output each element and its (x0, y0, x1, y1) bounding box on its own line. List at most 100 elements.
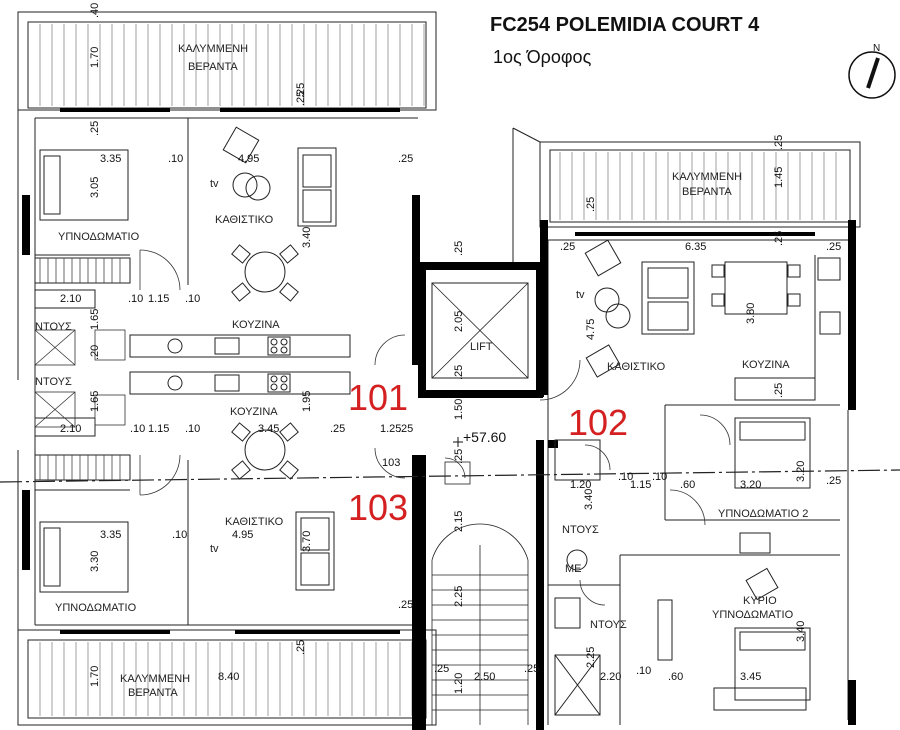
dimension-label: .25 (826, 241, 841, 253)
veranda-label: ΒΕΡΑΝΤΑ (682, 186, 732, 198)
dimension-label: 3.30 (89, 551, 101, 572)
dimension-label: 4.95 (238, 153, 259, 165)
dimension-label: .25 (585, 197, 597, 212)
north-compass-icon: N (848, 43, 896, 99)
dimension-label: .25 (295, 91, 307, 106)
tv-label: tv (210, 543, 219, 555)
dimension-label: 2.15 (453, 511, 465, 532)
shower-label: ΝΤΟΥΣ (35, 376, 72, 388)
dimension-label: 1.20 (570, 479, 591, 491)
dimension-label: .40 (89, 3, 101, 18)
dimension-label: .25 (453, 241, 465, 256)
dimension-label: 3.45 (740, 671, 761, 683)
dimension-label: .10 (128, 293, 143, 305)
dimension-label: .25 (398, 423, 413, 435)
dimension-label: 1.65 (89, 391, 101, 412)
dimension-label: 3.40 (583, 489, 595, 510)
dimension-label: 3.35 (100, 153, 121, 165)
sofa-icon (295, 147, 337, 591)
dimension-label: 3.40 (301, 227, 313, 248)
dimension-label: 3.80 (745, 303, 757, 324)
shower-label: ΝΤΟΥΣ (590, 619, 627, 631)
dimension-label: 103 (382, 457, 400, 469)
dimension-label: .10 (185, 293, 200, 305)
dimension-label: .10 (185, 423, 200, 435)
dimension-label: 1.50 (453, 399, 465, 420)
dimension-label: 4.75 (585, 319, 597, 340)
dimension-label: .25 (89, 121, 101, 136)
stove-icon (167, 336, 291, 393)
dimension-label: 3.45 (258, 423, 279, 435)
veranda-label: ΚΑΛΥΜΜΕΝΗ (120, 673, 190, 685)
dimension-label: 1.20 (453, 673, 465, 694)
dimension-label: .25 (295, 83, 307, 98)
veranda-label: ΚΑΛΥΜΜΕΝΗ (672, 171, 742, 183)
dimension-label: 1.95 (301, 391, 313, 412)
dimension-label: .10 (130, 423, 145, 435)
unit-103-label: 103 (348, 487, 408, 528)
bed-icon (39, 149, 129, 593)
dimension-label: 2.20 (600, 671, 621, 683)
dimension-label: 6.35 (685, 241, 706, 253)
bedroom-label: ΚΥΡΙΟ (743, 595, 777, 607)
veranda-label: ΒΕΡΑΝΤΑ (128, 687, 178, 699)
veranda-hatch-top (39, 24, 425, 106)
left-block-walls (17, 11, 437, 726)
dimension-label: .10 (168, 153, 183, 165)
dimension-label: .25 (524, 663, 539, 675)
unit-numbers: 101 102 103 (348, 377, 628, 528)
dimension-label: .20 (89, 345, 101, 360)
dimension-label: 2.10 (60, 423, 81, 435)
veranda-label: ΚΑΛΥΜΜΕΝΗ (178, 43, 248, 55)
kitchen-label: ΚΟΥΖΙΝΑ (232, 319, 280, 331)
plan-title: FC254 POLEMIDIA COURT 4 (490, 14, 760, 36)
dimension-label: 1.65 (89, 309, 101, 330)
dimension-label: .10 (636, 665, 651, 677)
left-thick-walls (22, 108, 420, 730)
veranda-hatch-right (559, 152, 837, 220)
dimension-label: 3.05 (89, 177, 101, 198)
tv-label: tv (576, 289, 585, 301)
dimension-label: .10 (172, 529, 187, 541)
level-mark: +57.60 (453, 429, 506, 447)
dimension-label: .25 (773, 383, 785, 398)
dimension-label: .10 (652, 471, 667, 483)
dimension-label: 3.20 (795, 461, 807, 482)
dimension-label: .25 (453, 449, 465, 464)
dimension-label: 2.10 (60, 293, 81, 305)
level-label: +57.60 (463, 429, 506, 445)
dimension-label: 1.70 (89, 666, 101, 687)
dimension-label: .25 (560, 241, 575, 253)
dimension-label: 8.40 (218, 671, 239, 683)
dimension-label: 3.70 (301, 531, 313, 552)
right-furniture (554, 239, 841, 716)
dimension-label: 1.45 (773, 167, 785, 188)
tv-label: tv (210, 178, 219, 190)
dimension-label: .25 (826, 475, 841, 487)
dimension-label: .25 (398, 599, 413, 611)
dimension-label: 3.20 (740, 479, 761, 491)
door-swing-icon (139, 249, 466, 496)
lift-label: LIFT (470, 341, 493, 353)
unit-102-label: 102 (568, 402, 628, 443)
dimension-label: .25 (773, 135, 785, 150)
dimension-label: .25 (295, 640, 307, 655)
living-room-label: ΚΑΘΙΣΤΙΚΟ (607, 361, 666, 373)
shower-label: ΝΤΟΥΣ (35, 321, 72, 333)
dimension-label: 2.05 (453, 311, 465, 332)
dimension-label: 3.35 (100, 529, 121, 541)
coffee-table-icon (222, 126, 271, 201)
dimension-label: .25 (773, 231, 785, 246)
left-counters (34, 257, 351, 481)
dimension-label: 3.40 (795, 621, 807, 642)
dimension-label: 1.15 (148, 423, 169, 435)
room-labels: ΚΑΛΥΜΜΕΝΗ ΒΕΡΑΝΤΑ ΚΑΛΥΜΜΕΝΗ ΒΕΡΑΝΤΑ ΚΑΛΥ… (35, 43, 808, 699)
shower-tray-icon (34, 329, 126, 428)
dimension-label: 1.15 (148, 293, 169, 305)
veranda-label: ΒΕΡΑΝΤΑ (188, 61, 238, 73)
kitchen-label: ΚΟΥΖΙΝΑ (230, 406, 278, 418)
core-walls (418, 262, 544, 730)
bedroom-label: ΥΠΝΟΔΩΜΑΤΙΟ (55, 602, 137, 614)
meter-label: ΜΕ (565, 563, 582, 575)
